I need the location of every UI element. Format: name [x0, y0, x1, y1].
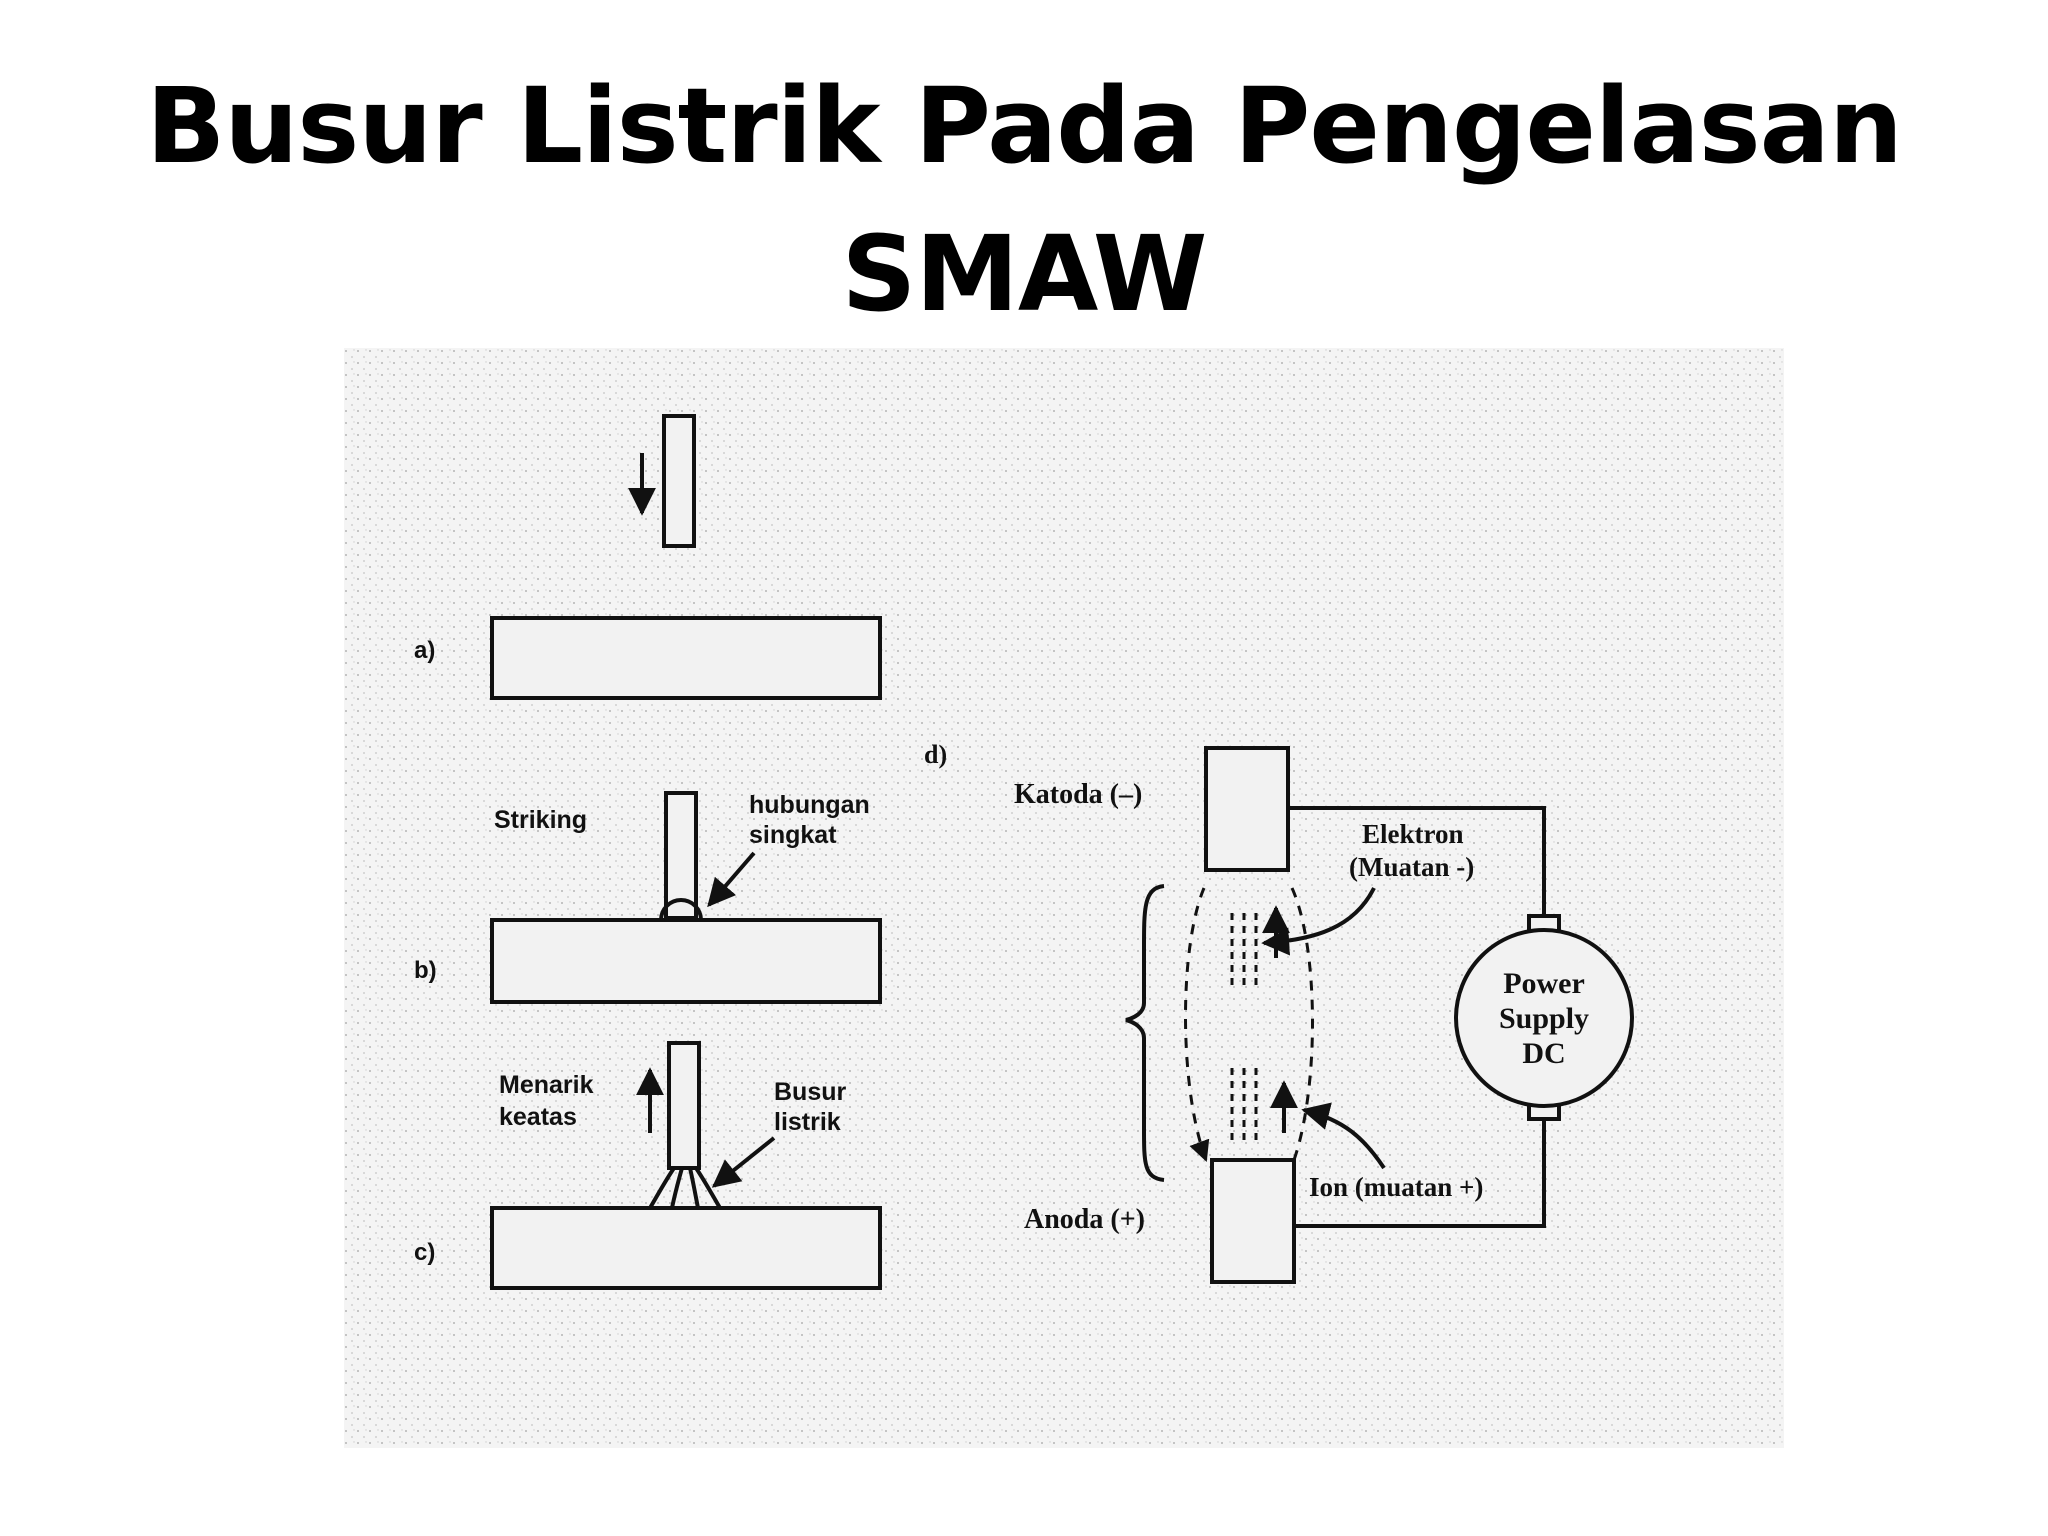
electron-pointer: [1261, 887, 1376, 956]
arc-brace: [1125, 884, 1165, 1182]
wire-top: [1288, 806, 1546, 923]
electron-label-1: Elektron: [1362, 819, 1464, 849]
ion-label: Ion (muatan +): [1309, 1172, 1483, 1202]
short-circuit-pointer: [707, 851, 756, 908]
electrode-c: [667, 1041, 701, 1170]
workpiece-c: [490, 1206, 882, 1290]
panel-b-letter: b): [414, 957, 437, 984]
workpiece-b: [490, 918, 882, 1004]
arc-label-2: listrik: [774, 1108, 841, 1136]
ion-pointer: [1301, 1102, 1386, 1170]
electrode-a: [662, 414, 696, 548]
lift-label-2: keatas: [499, 1103, 577, 1131]
power-label-2: Supply: [1499, 1002, 1589, 1035]
striking-label: Striking: [494, 806, 587, 834]
panel-d: d) Katoda (–) Anoda (+) Power Supply DC: [924, 740, 1634, 1284]
workpiece-a: [490, 616, 882, 700]
arc-pointer: [711, 1136, 776, 1188]
power-label-1: Power: [1503, 967, 1585, 1000]
welding-arc-figure: a) Striking hubungan singkat b) Menarik …: [344, 348, 1784, 1448]
title-line-1: Busur Listrik Pada Pengelasan: [146, 65, 1903, 187]
panel-c: Menarik keatas Busur listrik c): [414, 1041, 882, 1290]
panel-a: a): [414, 414, 882, 700]
panel-d-letter: d): [924, 740, 947, 769]
right-flow-path: [1290, 887, 1314, 1161]
electron-label-2: (Muatan -): [1349, 852, 1474, 882]
power-label-3: DC: [1522, 1037, 1565, 1070]
figure-svg: a) Striking hubungan singkat b) Menarik …: [344, 348, 1784, 1448]
short-circuit-label-2: singkat: [749, 821, 837, 849]
panel-c-letter: c): [414, 1239, 435, 1266]
arc-label-1: Busur: [774, 1078, 847, 1106]
wire-bottom: [1294, 1116, 1546, 1228]
anode-block: [1210, 1158, 1296, 1284]
cathode-label: Katoda (–): [1014, 779, 1142, 810]
anode-label: Anoda (+): [1024, 1204, 1145, 1235]
cathode-block: [1204, 746, 1290, 872]
slide-title: Busur Listrik Pada Pengelasan SMAW: [0, 52, 2048, 348]
electrode-b: [664, 791, 698, 920]
panel-a-letter: a): [414, 637, 435, 664]
short-circuit-label-1: hubungan: [749, 791, 870, 819]
title-line-2: SMAW: [841, 213, 1208, 335]
arc-flame: [648, 1166, 722, 1210]
panel-b: Striking hubungan singkat b): [414, 791, 882, 1004]
left-flow-path: [1184, 887, 1210, 1162]
power-supply-circle: [1454, 928, 1634, 1108]
lift-label-1: Menarik: [499, 1071, 594, 1099]
